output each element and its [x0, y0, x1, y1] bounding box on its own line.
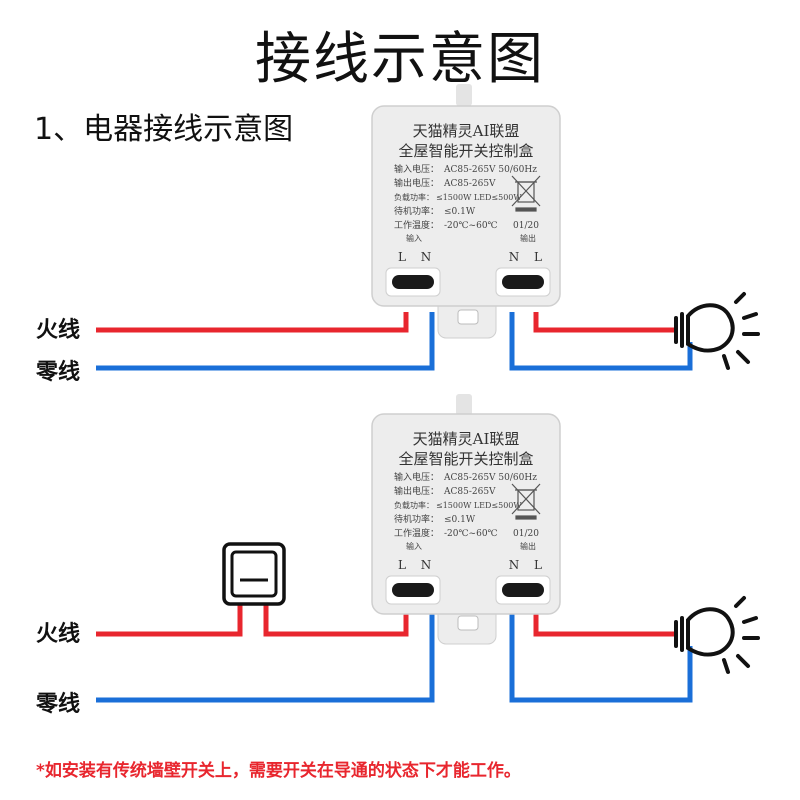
spec-value-output-voltage: AC85-265V	[443, 179, 496, 189]
live-wire-to-switch	[96, 604, 243, 637]
diagram-2: 天猫精灵AI联盟 全屋智能开关控制盒 输入电压： AC85-265V 50/60…	[96, 394, 760, 703]
installation-note: *如安装有传统墙壁开关上，需要开关在导通的状态下才能工作。	[36, 761, 521, 781]
terminal-label-in-n: N	[421, 558, 432, 572]
terminal-label-in-l: L	[398, 250, 406, 264]
spec-label-load-power: 负载功率：	[394, 500, 434, 510]
device-product: 全屋智能开关控制盒	[398, 142, 533, 160]
spec-label-input-voltage: 输入电压：	[394, 471, 439, 483]
terminal-label-out-l: L	[534, 558, 542, 572]
input-terminal	[392, 275, 434, 289]
date-code: 01/20	[513, 529, 539, 539]
neutral-out-wire	[509, 312, 693, 371]
input-label: 输入	[406, 233, 422, 243]
spec-label-operating-temp: 工作温度：	[394, 219, 439, 231]
terminal-label-out-n: N	[509, 250, 520, 264]
section-title: 1、电器接线示意图	[34, 112, 294, 147]
spec-value-operating-temp: -20℃~60℃	[444, 529, 498, 539]
input-label: 输入	[406, 541, 422, 551]
spec-value-output-voltage: AC85-265V	[443, 487, 496, 497]
spec-label-output-voltage: 输出电压：	[394, 485, 439, 497]
live-wire-label-1: 火线	[36, 318, 81, 343]
live-wire-label-2: 火线	[36, 622, 81, 647]
spec-label-input-voltage: 输入电压：	[394, 163, 439, 175]
output-label: 输出	[520, 541, 536, 551]
spec-label-operating-temp: 工作温度：	[394, 527, 439, 539]
input-terminal	[392, 583, 434, 597]
neutral-wire-label-1: 零线	[36, 360, 81, 385]
spec-label-load-power: 负载功率：	[394, 192, 434, 202]
spec-value-load-power: ≤1500W LED≤500W	[436, 193, 522, 202]
wall-switch-icon	[222, 542, 286, 606]
terminal-label-out-l: L	[534, 250, 542, 264]
live-out-wire	[533, 312, 674, 333]
spec-value-input-voltage: AC85-265V 50/60Hz	[443, 165, 537, 175]
device-brand: 天猫精灵AI联盟	[413, 430, 520, 448]
live-wire-from-switch	[263, 604, 409, 637]
spec-value-standby-power: ≤0.1W	[444, 515, 476, 525]
neutral-out-wire	[509, 614, 693, 703]
spec-label-standby-power: 待机功率：	[394, 513, 439, 525]
output-terminal	[502, 275, 544, 289]
spec-value-operating-temp: -20℃~60℃	[444, 221, 498, 231]
page-title: 接线示意图	[255, 27, 545, 92]
neutral-wire	[96, 312, 435, 371]
light-bulb-icon	[674, 292, 760, 370]
diagram-1: 天猫精灵AI联盟 全屋智能开关控制盒 输入电压： AC85-265V 50/60…	[96, 84, 760, 371]
live-wire	[96, 312, 409, 333]
crossed-bin-icon	[511, 175, 541, 212]
live-out-wire	[533, 614, 674, 637]
spec-list: 输入电压： AC85-265V 50/60Hz 输出电压： AC85-265V …	[394, 163, 537, 231]
spec-label-output-voltage: 输出电压：	[394, 177, 439, 189]
spec-value-input-voltage: AC85-265V 50/60Hz	[443, 473, 537, 483]
output-terminal	[502, 583, 544, 597]
neutral-wire	[96, 614, 435, 703]
control-box: 天猫精灵AI联盟 全屋智能开关控制盒 输入电压： AC85-265V 50/60…	[371, 394, 561, 645]
terminal-label-out-n: N	[509, 558, 520, 572]
terminal-label-in-l: L	[398, 558, 406, 572]
spec-value-standby-power: ≤0.1W	[444, 207, 476, 217]
spec-label-standby-power: 待机功率：	[394, 205, 439, 217]
neutral-wire-label-2: 零线	[36, 692, 81, 717]
control-box: 天猫精灵AI联盟 全屋智能开关控制盒 输入电压： AC85-265V 50/60…	[371, 84, 561, 339]
crossed-bin-icon	[511, 483, 541, 520]
output-label: 输出	[520, 233, 536, 243]
light-bulb-icon	[674, 596, 760, 674]
device-product: 全屋智能开关控制盒	[398, 450, 533, 468]
spec-list: 输入电压： AC85-265V 50/60Hz 输出电压： AC85-265V …	[394, 471, 537, 539]
date-code: 01/20	[513, 221, 539, 231]
device-brand: 天猫精灵AI联盟	[413, 122, 520, 140]
spec-value-load-power: ≤1500W LED≤500W	[436, 501, 522, 510]
terminal-label-in-n: N	[421, 250, 432, 264]
